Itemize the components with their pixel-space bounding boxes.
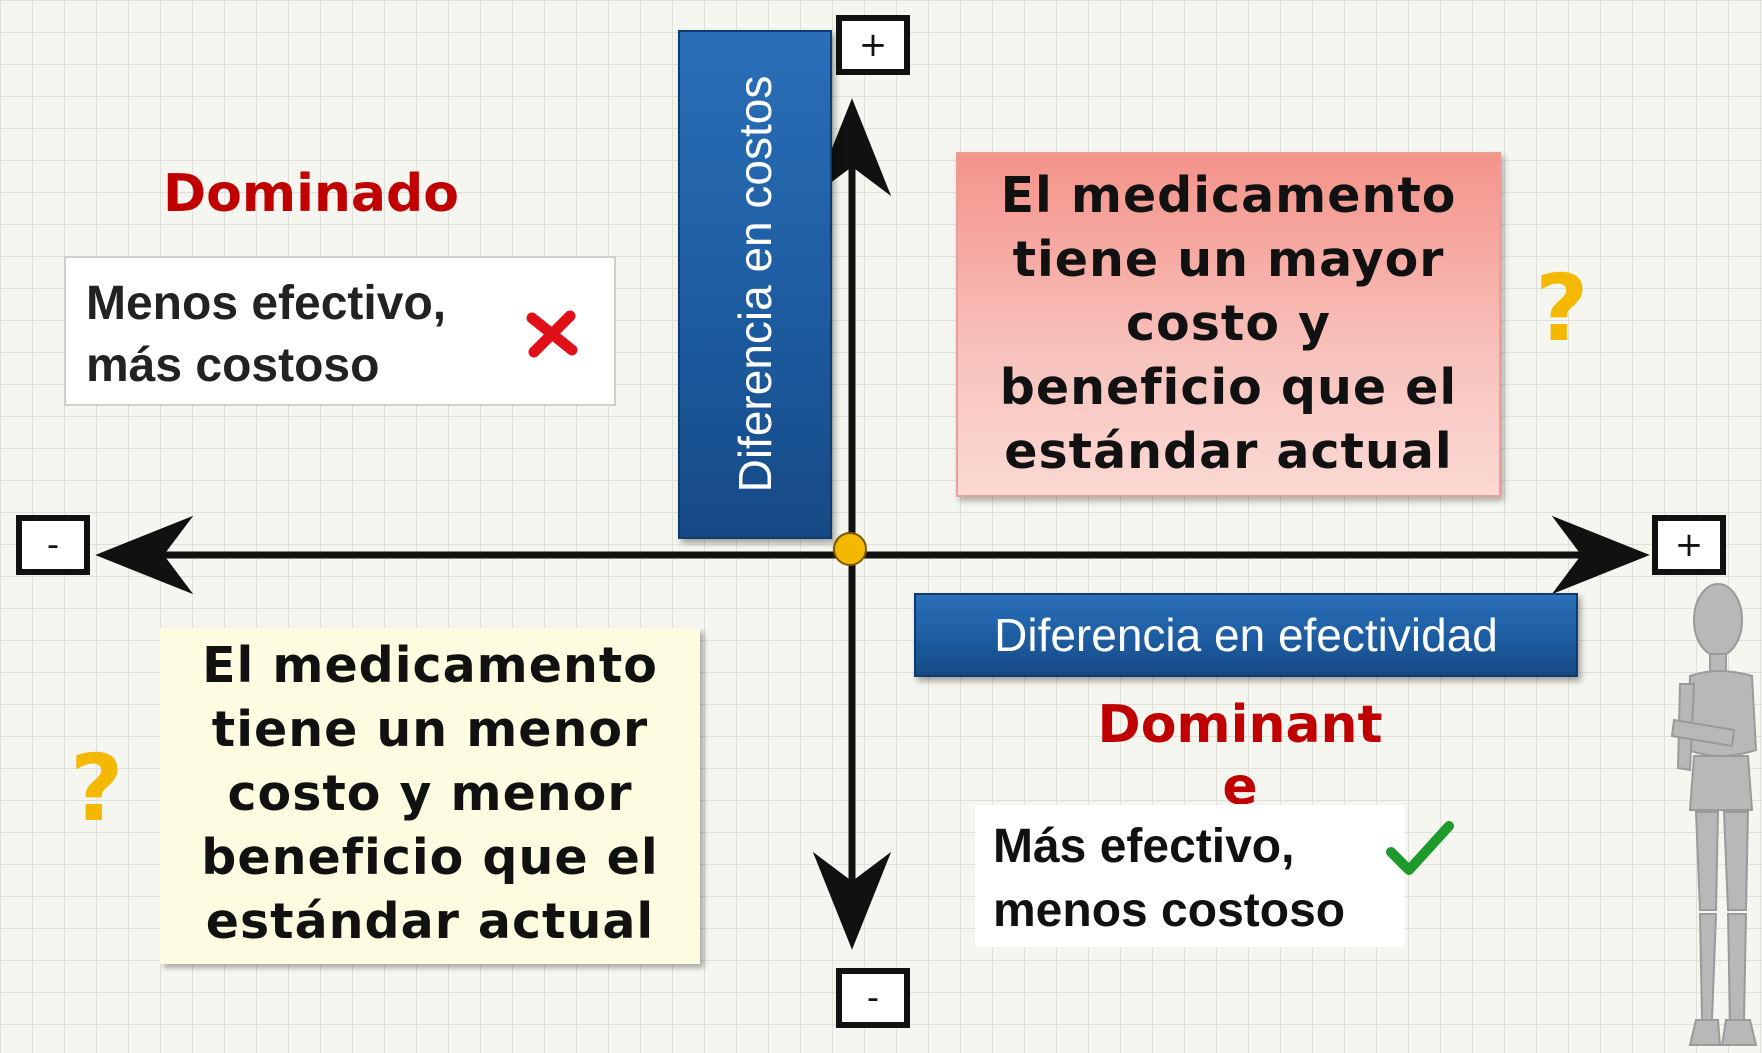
bottom-left-line2: tiene un menor [211, 701, 649, 758]
top-right-line5: estándar actual [1004, 423, 1453, 480]
mannequin-figure [1670, 583, 1758, 1046]
y-axis-label: Diferencia en costos [678, 30, 832, 539]
bottom-left-line3: costo y menor [227, 765, 633, 822]
dominated-box-line1: Menos efectivo, [86, 277, 447, 330]
dominant-box-line1: Más efectivo, [993, 820, 1295, 873]
bottom-left-box: El medicamento tiene un menor costo y me… [160, 628, 700, 964]
bottom-left-line1: El medicamento [202, 637, 658, 694]
x-axis-plus-sign: + [1652, 515, 1726, 575]
bottom-left-question-mark: ? [70, 735, 124, 842]
y-axis-plus-sign: + [836, 15, 910, 75]
dominant-box-line2: menos costoso [993, 884, 1346, 937]
top-right-line4: beneficio que el [999, 359, 1458, 416]
dominated-box-line2: más costoso [86, 339, 380, 392]
bottom-left-line5: estándar actual [205, 893, 655, 950]
bottom-left-line4: beneficio que el [201, 829, 659, 886]
top-right-line1: El medicamento [1000, 167, 1457, 224]
dominated-title: Dominado [163, 164, 459, 224]
dominant-title-line2: e [1222, 757, 1258, 804]
origin-dot [833, 532, 867, 566]
dominant-title: Dominant e [1060, 694, 1420, 804]
red-x-icon [526, 310, 578, 358]
y-axis-label-text: Diferencia en costos [729, 75, 781, 493]
top-right-line3: costo y [1126, 295, 1331, 352]
green-check-icon [1386, 821, 1454, 875]
top-right-box: El medicamento tiene un mayor costo y be… [956, 152, 1501, 497]
top-right-line2: tiene un mayor [1012, 231, 1445, 288]
dominant-box: Más efectivo, menos costoso [975, 805, 1405, 947]
x-axis-label-text: Diferencia en efectividad [994, 609, 1498, 661]
x-axis-label: Diferencia en efectividad [914, 593, 1578, 677]
dominant-title-line1: Dominant [1097, 695, 1383, 755]
x-axis-minus-sign: - [16, 515, 90, 575]
y-axis-minus-sign: - [836, 968, 910, 1028]
top-right-question-mark: ? [1535, 255, 1589, 362]
dominated-box: Menos efectivo, más costoso [64, 256, 616, 406]
